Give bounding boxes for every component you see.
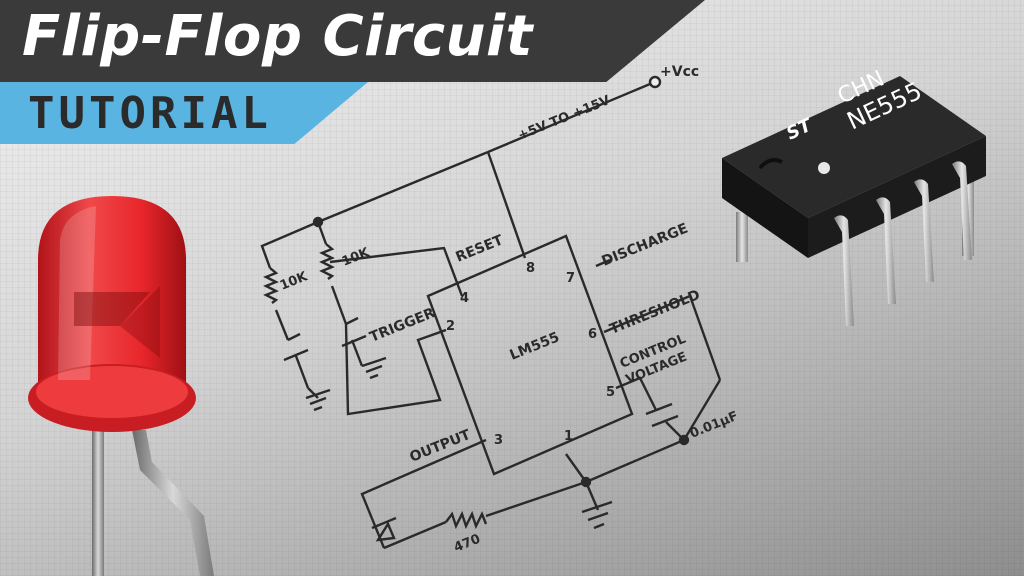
pin7-number: 7 <box>566 271 575 286</box>
pin4-number: 4 <box>460 291 469 306</box>
pin3-number: 3 <box>494 433 503 448</box>
page-subtitle: TUTORIAL <box>28 88 272 139</box>
subtitle-banner <box>0 82 368 144</box>
pin6-number: 6 <box>588 327 597 342</box>
pin5-number: 5 <box>606 385 615 400</box>
pin8-number: 8 <box>526 261 535 276</box>
title-banner <box>0 0 705 82</box>
vcc-label: +Vcc <box>660 64 699 80</box>
pin1-number: 1 <box>564 429 573 444</box>
page-title: Flip-Flop Circuit <box>22 4 533 69</box>
pin2-number: 2 <box>446 319 455 334</box>
